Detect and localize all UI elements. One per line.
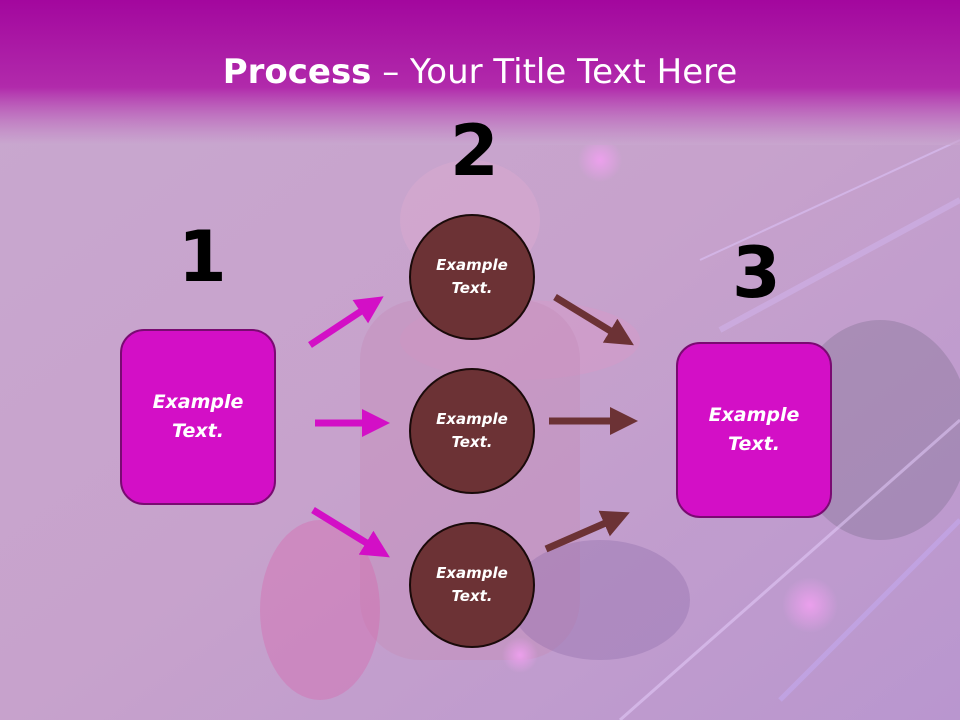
circle-3-text: Example Text. [436, 564, 508, 605]
circle-2-text: Example Text. [436, 410, 508, 451]
left-box-text: Example Text. [152, 391, 244, 442]
right-box: Example Text. [676, 342, 832, 518]
arrow-from-circle-1 [553, 294, 634, 346]
slide-title: Process – Your Title Text Here [0, 52, 960, 92]
circle-1-text: Example Text. [436, 256, 508, 297]
arrow-to-circle-3 [311, 507, 390, 558]
circle-2: Example Text. [409, 368, 535, 494]
right-box-text: Example Text. [708, 404, 800, 455]
step-number-1: 1 [178, 216, 227, 298]
step-number-3: 3 [732, 232, 781, 314]
title-bold: Process [222, 52, 372, 92]
circle-1: Example Text. [409, 214, 535, 340]
title-rest: – Your Title Text Here [371, 52, 738, 92]
arrow-from-circle-3 [544, 510, 630, 553]
step-number-2: 2 [450, 110, 499, 192]
left-box: Example Text. [120, 329, 276, 505]
arrow-to-circle-1 [308, 296, 384, 348]
circle-3: Example Text. [409, 522, 535, 648]
